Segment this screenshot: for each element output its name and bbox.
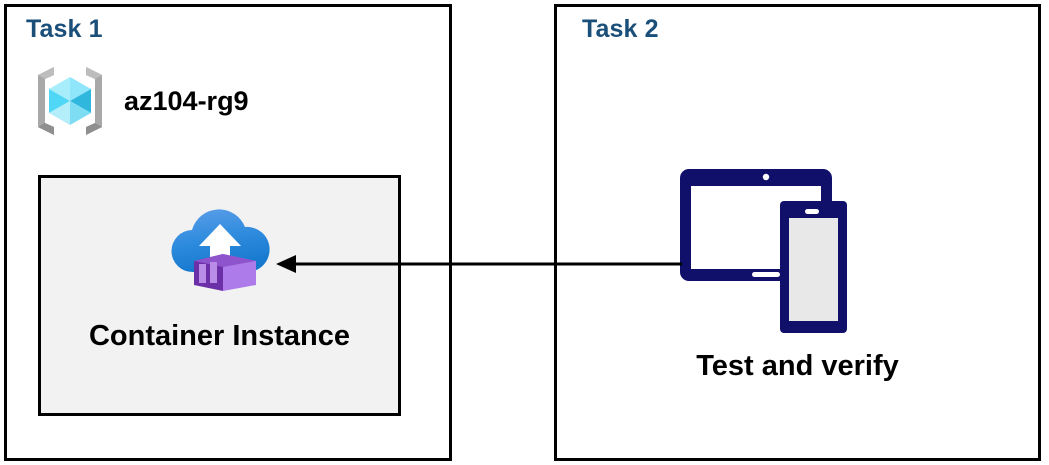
azure-container-instance-icon <box>166 200 274 300</box>
panel-title-task-2: Task 2 <box>582 15 659 43</box>
tablet-and-phone-icon <box>676 161 874 338</box>
container-instance-box: Container Instance <box>38 175 401 416</box>
container-instance-label: Container Instance <box>88 320 351 352</box>
resource-group-row: az104-rg9 <box>30 62 310 140</box>
panel-title-task-1: Task 1 <box>26 15 103 43</box>
test-and-verify-label: Test and verify <box>696 350 899 382</box>
azure-resource-group-icon <box>30 62 110 140</box>
resource-group-label: az104-rg9 <box>124 85 249 116</box>
